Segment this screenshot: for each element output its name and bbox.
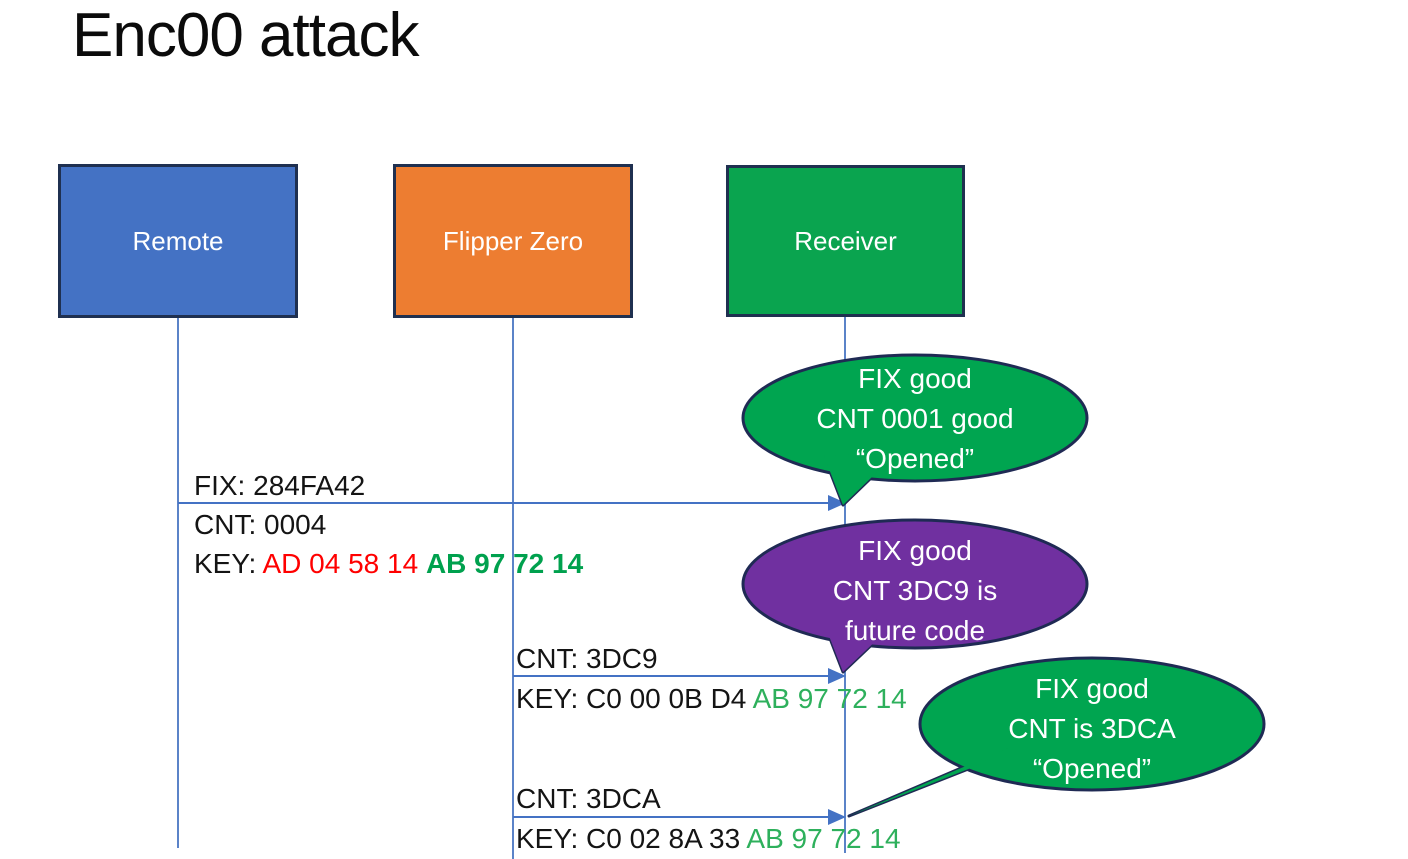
actor-box-remote: Remote (58, 164, 298, 318)
message2-key: KEY: C0 00 0B D4 AB 97 72 14 (516, 683, 907, 715)
message3-key-label: KEY: C0 02 8A 33 (516, 823, 747, 854)
arrow-flipper-to-receiver-2 (513, 816, 829, 818)
actor-box-receiver: Receiver (726, 165, 965, 317)
bubble1-line2: CNT 0001 good (816, 403, 1014, 434)
message1-key-label: KEY: (194, 548, 263, 579)
message2-key-green-bytes: AB 97 72 14 (752, 683, 907, 714)
actor-label-remote: Remote (132, 225, 224, 256)
page-title: Enc00 attack (72, 1, 419, 70)
bubble2-line2: CNT 3DC9 is (832, 575, 998, 606)
actor-box-flipper-zero: Flipper Zero (393, 164, 633, 318)
bubble1-line3: “Opened” (855, 443, 975, 474)
message2-cnt: CNT: 3DC9 (516, 643, 658, 674)
message1-key-red-bytes: AD 04 58 14 (262, 548, 426, 579)
message1-fix: FIX: 284FA42 (194, 470, 366, 501)
arrowhead-flipper-to-receiver-2 (828, 809, 846, 825)
message3-key-green-bytes: AB 97 72 14 (746, 823, 901, 854)
bubble2-text: FIX good CNT 3DC9 is future code (765, 531, 1065, 651)
message2-key-label: KEY: C0 00 0B D4 (516, 683, 753, 714)
bubble3-line1: FIX good (1035, 673, 1149, 704)
arrowhead-flipper-to-receiver-1 (828, 668, 846, 684)
message3-cnt: CNT: 3DCA (516, 783, 661, 814)
actor-label-flipper-zero: Flipper Zero (442, 225, 584, 256)
message3-key: KEY: C0 02 8A 33 AB 97 72 14 (516, 823, 901, 855)
bubble3-line2: CNT is 3DCA (1008, 713, 1176, 744)
bubble3-line3: “Opened” (1032, 753, 1152, 784)
actor-label-receiver: Receiver (794, 225, 897, 256)
message1-key: KEY: AD 04 58 14 AB 97 72 14 (194, 548, 583, 580)
arrow-remote-to-receiver (178, 502, 829, 504)
bubble1-text: FIX good CNT 0001 good “Opened” (765, 359, 1065, 479)
arrowhead-remote-to-receiver (828, 495, 846, 511)
arrow-flipper-to-receiver-1 (513, 675, 829, 677)
message1-cnt: CNT: 0004 (194, 509, 327, 540)
bubble2-line3: future code (844, 615, 986, 646)
lifeline-flipper (512, 318, 514, 859)
message1-key-green-bytes: AB 97 72 14 (425, 548, 584, 579)
lifeline-remote (177, 318, 179, 848)
bubble2-line1: FIX good (858, 535, 972, 566)
bubble3-text: FIX good CNT is 3DCA “Opened” (942, 669, 1242, 789)
bubble1-line1: FIX good (858, 363, 972, 394)
